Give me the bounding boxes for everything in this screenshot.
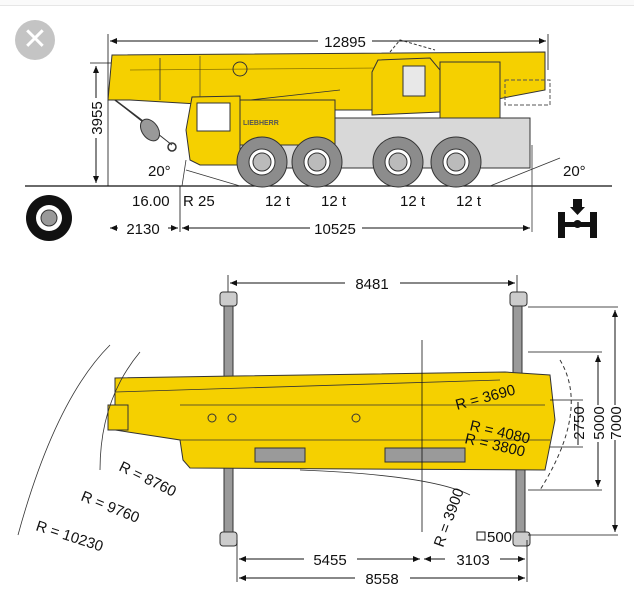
radius-10230: R = 10230 (34, 518, 105, 556)
brand-logo: LIEBHERR (243, 120, 279, 127)
center-to-rear-label: 3103 (456, 552, 489, 569)
outriggers (219, 291, 531, 547)
wheel (291, 136, 343, 188)
height-label: 3955 (89, 101, 106, 134)
axle-load-4: 12 t (456, 193, 482, 210)
tire-rim-label: R 25 (183, 193, 215, 210)
wheel (372, 136, 424, 188)
pad-size-label: 500 (487, 529, 512, 546)
side-view: 12895 3955 (25, 34, 612, 241)
radius-3900: R = 3900 (431, 486, 468, 549)
pad-icon (476, 531, 486, 541)
top-view: 8481 R = 8760 R = 9760 R = 10230 R (17, 275, 625, 588)
outrigger-length-label: 8558 (365, 571, 398, 588)
overall-length-label: 12895 (324, 34, 366, 51)
outrigger-width-7000: 7000 (608, 406, 625, 439)
tire-size-label: 16.00 (132, 193, 170, 210)
close-icon: ✕ (22, 22, 48, 57)
outrigger-span-label: 8481 (355, 276, 388, 293)
vehicle-width-2750: 2750 (571, 406, 588, 439)
wheelbase-label: 10525 (314, 221, 356, 238)
front-overhang-label: 2130 (126, 221, 159, 238)
axle-load-icon (558, 199, 597, 238)
axle-load-3: 12 t (400, 193, 426, 210)
tire-icon (26, 195, 72, 241)
radius-8760: R = 8760 (116, 458, 179, 500)
wheels (236, 136, 482, 188)
departure-angle: 20° (563, 163, 586, 180)
approach-angle: 20° (148, 163, 171, 180)
radius-9760: R = 9760 (79, 488, 142, 527)
axle-load-2: 12 t (321, 193, 347, 210)
close-button[interactable]: ✕ (15, 20, 55, 60)
front-to-center-label: 5455 (313, 552, 346, 569)
carrier-top (107, 371, 556, 471)
wheel (236, 136, 288, 188)
top-bar (0, 0, 634, 6)
wheel (430, 136, 482, 188)
hook-block (114, 99, 177, 152)
axle-load-1: 12 t (265, 193, 291, 210)
driver-cab: LIEBHERR (185, 95, 336, 166)
outrigger-width-5000: 5000 (591, 406, 608, 439)
crane-cab (371, 39, 551, 119)
